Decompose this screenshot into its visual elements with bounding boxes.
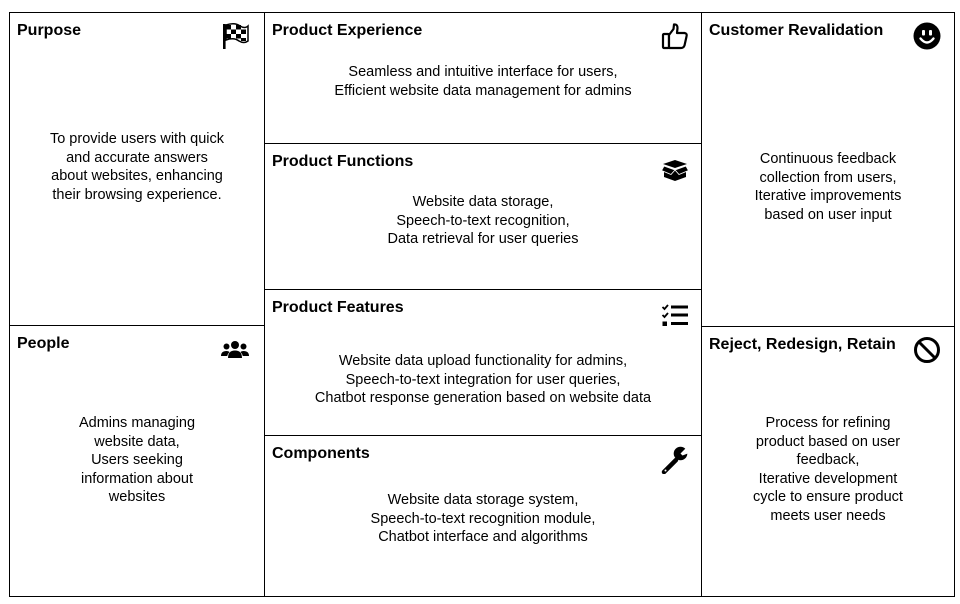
users-group-icon [220,334,250,364]
open-box-icon [660,155,690,185]
text-line: Seamless and intuitive interface for use… [348,64,618,80]
product-experience-card: Product Experience Seamless and intuitiv… [264,12,702,145]
text-line: Iterative improvements [754,188,902,204]
text-line: Speech-to-text recognition module, [370,510,596,527]
purpose-text: To provide users with quick and accurate… [10,130,264,204]
product-features-title: Product Features [272,299,404,316]
text-line: meets user needs [770,507,886,524]
text-line: their browsing experience. [52,186,222,203]
purpose-title: Purpose [17,22,82,39]
product-functions-title: Product Functions [272,153,414,170]
text-line: about websites, enhancing [51,168,223,184]
reject-redesign-retain-card: Reject, Redesign, Retain Process for ref… [701,326,955,597]
thumbs-up-icon [660,21,690,51]
components-text: Website data storage system, Speech-to-t… [265,491,701,547]
text-line: Website data upload functionality for ad… [338,353,628,369]
product-functions-card: Product Functions Website data storage, … [264,143,702,291]
text-line: based on user input [764,206,892,223]
components-title: Components [272,445,370,462]
text-line: websites [108,489,166,505]
text-line: Iterative development [758,470,898,487]
customer-revalidation-text: Continuous feedback collection from user… [702,150,954,224]
customer-revalidation-card: Customer Revalidation Continuous feedbac… [701,12,955,328]
text-line: Speech-to-text integration for user quer… [345,371,621,388]
text-line: Efficient website data management for ad… [334,82,632,99]
customer-revalidation-title: Customer Revalidation [709,22,884,39]
text-line: website data, [94,433,180,450]
text-line: Continuous feedback [759,151,897,167]
text-line: Speech-to-text recognition, [396,212,570,229]
people-title: People [17,335,70,352]
text-line: Website data storage, [412,194,554,210]
product-experience-text: Seamless and intuitive interface for use… [265,63,701,100]
text-line: Chatbot interface and algorithms [378,529,588,545]
people-text: Admins managing website data, Users seek… [10,414,264,507]
text-line: product based on user [755,433,901,450]
text-line: cycle to ensure product [753,489,903,505]
text-line: collection from users, [759,169,897,186]
text-line: Chatbot response generation based on web… [314,390,652,406]
purpose-card: Purpose To provide users with quick and … [9,12,265,326]
product-experience-title: Product Experience [272,22,423,39]
components-card: Components Website data storage system, … [264,435,702,597]
text-line: feedback, [796,452,860,468]
wrench-icon [660,444,690,474]
text-line: Website data storage system, [387,492,579,508]
text-line: information about [80,470,194,487]
product-features-card: Product Features Website data upload fun… [264,289,702,437]
checklist-icon [660,301,690,331]
text-line: Data retrieval for user queries [387,231,579,247]
reject-redesign-retain-title: Reject, Redesign, Retain [709,336,896,353]
people-card: People Admins managing website data, Use… [9,325,265,597]
checkered-flag-icon [220,21,250,51]
text-line: Admins managing [78,415,196,431]
product-functions-text: Website data storage, Speech-to-text rec… [265,193,701,249]
smiley-face-icon [912,21,942,51]
ban-icon [912,335,942,365]
text-line: Users seeking [91,452,183,468]
product-features-text: Website data upload functionality for ad… [265,352,701,408]
text-line: Process for refining [765,415,891,431]
reject-redesign-retain-text: Process for refining product based on us… [702,414,954,525]
text-line: To provide users with quick [49,131,225,147]
text-line: and accurate answers [66,149,208,166]
